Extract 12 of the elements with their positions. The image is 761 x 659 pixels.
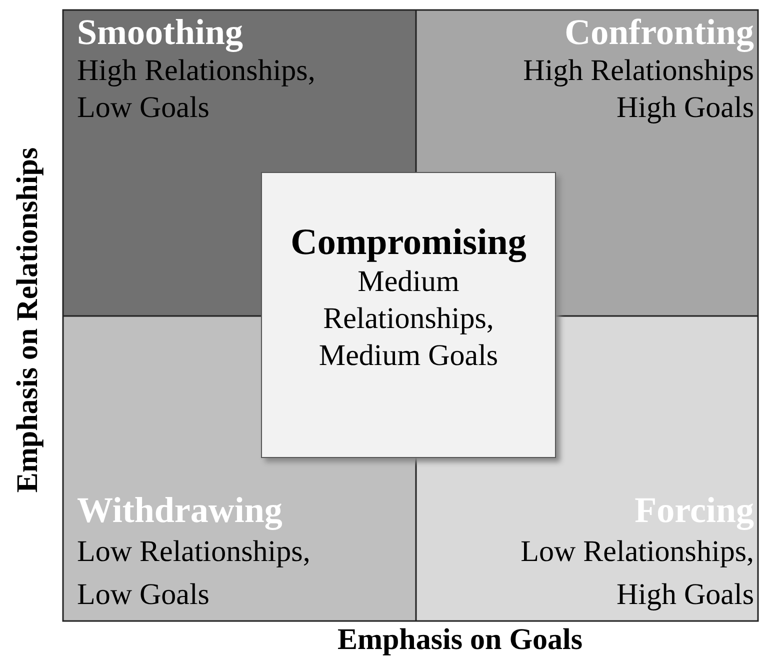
center-box — [261, 172, 556, 458]
quadrant-description: Low Relationships, High Goals — [520, 534, 754, 613]
axis-title: Emphasis on Relationships — [12, 147, 44, 493]
quadrant-description: Medium Relationships, Medium Goals — [318, 264, 500, 374]
quadrant-heading: Compromising — [290, 223, 528, 263]
quadrant-description: High Relationships, Low Goals — [77, 53, 316, 126]
axis-title: Emphasis on Goals — [337, 624, 583, 656]
quadrant-heading: Confronting — [564, 12, 754, 52]
quadrant-description: High Relationships High Goals — [522, 53, 754, 126]
quadrant-heading: Smoothing — [77, 12, 244, 52]
quadrant-heading: Withdrawing — [77, 490, 284, 530]
quadrant-description: Low Relationships, Low Goals — [77, 534, 312, 613]
